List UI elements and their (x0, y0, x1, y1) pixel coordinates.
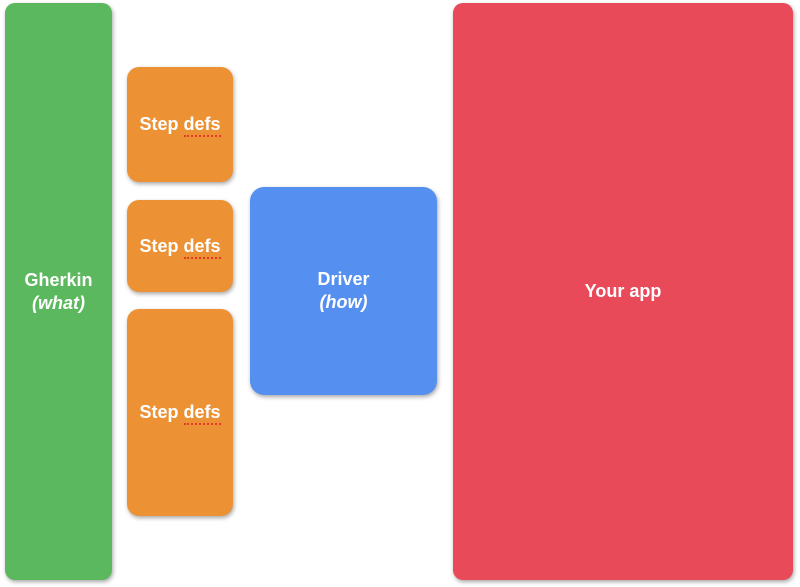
driver-block: Driver (how) (250, 187, 437, 395)
your-app-block: Your app (453, 3, 793, 580)
your-app-label: Your app (584, 281, 662, 301)
step-defs-flagged-word: defs (183, 235, 221, 259)
driver-title: Driver (317, 269, 370, 289)
step-defs-word: Step (139, 235, 179, 256)
gherkin-subtitle: (what) (32, 292, 85, 313)
step-defs-flagged-word: defs (183, 402, 221, 425)
step-defs-word: Step (139, 114, 179, 134)
step-defs-flagged-word: defs (183, 114, 221, 137)
driver-label: Driver (how) (317, 268, 369, 314)
gherkin-block: Gherkin (what) (5, 3, 112, 580)
gherkin-title: Gherkin (24, 269, 93, 290)
gherkin-label: Gherkin (what) (24, 269, 92, 315)
driver-subtitle: (how) (319, 292, 368, 312)
step-defs-word: Step (139, 402, 179, 422)
